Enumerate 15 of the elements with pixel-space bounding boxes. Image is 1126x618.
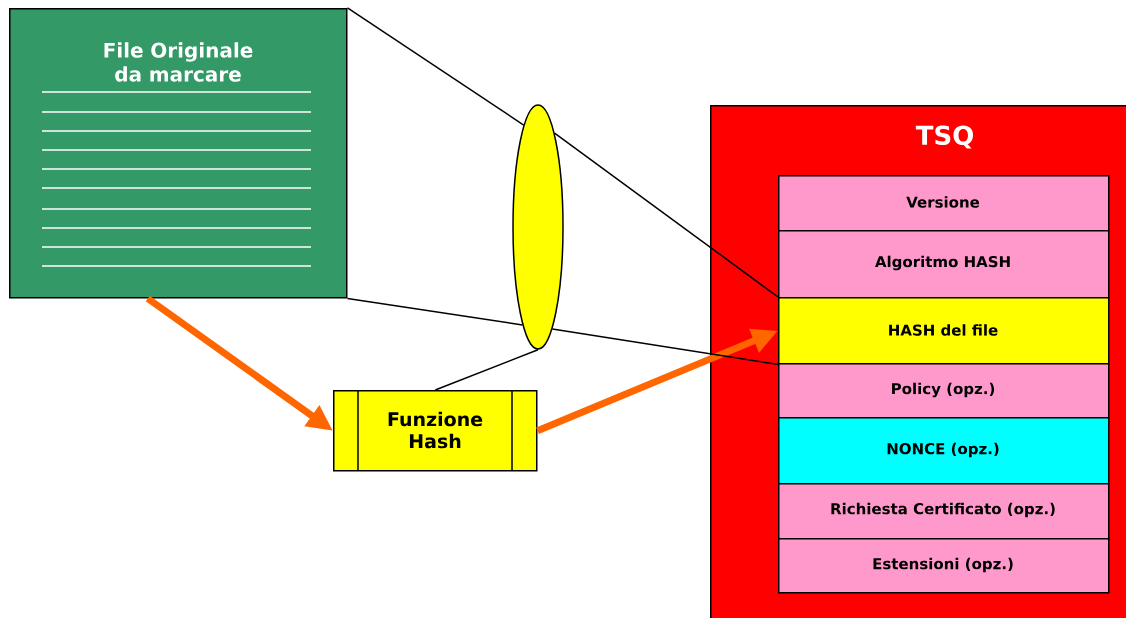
connector-line (346, 7, 525, 126)
field-row: NONCE (opz.) (778, 417, 1110, 485)
field-row: Versione (778, 175, 1110, 232)
connector-line (551, 328, 779, 366)
lens-shape (512, 104, 564, 350)
field-row: Policy (opz.) (778, 363, 1110, 419)
field-row: Estensioni (opz.) (778, 538, 1110, 594)
document-box: File Originale da marcare (9, 8, 348, 299)
field-row: HASH del file (778, 297, 1110, 365)
connector-line (553, 132, 779, 298)
process-box: Funzione Hash (333, 389, 538, 472)
field-row: Richiesta Certificato (opz.) (778, 483, 1110, 540)
field-row: Algoritmo HASH (778, 230, 1110, 299)
connector-line (434, 349, 539, 391)
connector-line (346, 297, 524, 326)
